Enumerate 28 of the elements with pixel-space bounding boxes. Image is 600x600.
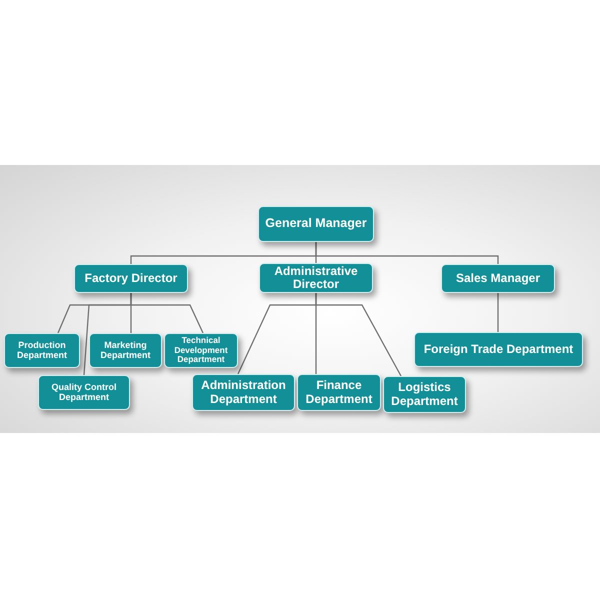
position-box — [259, 263, 373, 293]
position-box — [74, 264, 188, 293]
position-box — [258, 206, 374, 242]
connector-line — [315, 293, 402, 376]
position-title: Logistics Department — [390, 381, 459, 408]
position-box — [441, 264, 555, 293]
position-title: Administrative Director — [273, 264, 359, 292]
connector-line — [497, 293, 499, 332]
position-title: Marketing Department — [99, 340, 152, 360]
position-title: Quality Control Department — [50, 382, 118, 402]
connector-line — [315, 242, 499, 264]
position-box — [4, 333, 80, 368]
position-box — [164, 333, 238, 368]
position-box — [38, 375, 130, 410]
position-title: Foreign Trade Department — [424, 342, 574, 356]
position-title: Technical Development Department — [173, 336, 229, 365]
position-title: Production Department — [16, 340, 68, 360]
position-title: Finance Department — [304, 379, 374, 406]
position-title: Sales Manager — [456, 272, 540, 286]
connector-line — [130, 293, 204, 334]
position-title: General Manager — [265, 217, 367, 231]
position-box — [297, 374, 381, 411]
position-box — [192, 374, 295, 411]
position-box — [414, 332, 583, 367]
position-title: Factory Director — [84, 272, 178, 286]
position-box — [383, 376, 466, 413]
position-title: Administration Department — [200, 379, 287, 406]
position-box — [89, 333, 162, 368]
